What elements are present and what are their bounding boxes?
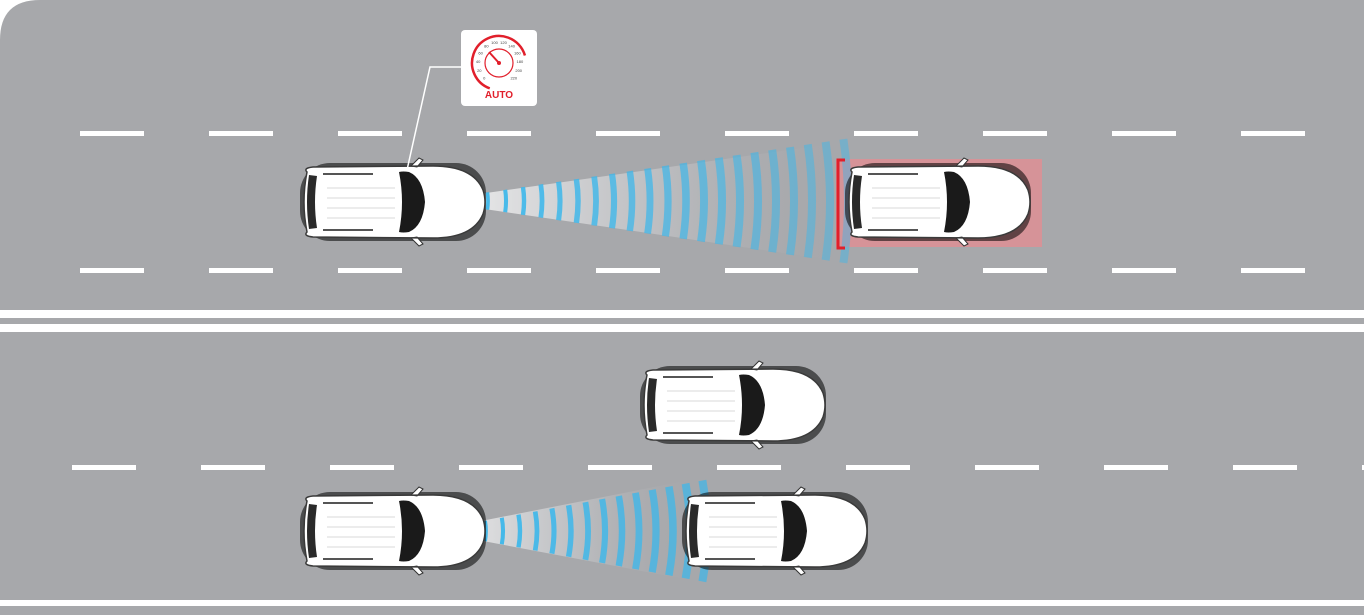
lane-dash bbox=[1104, 465, 1168, 470]
callout-line bbox=[406, 66, 461, 171]
lane-dash bbox=[725, 268, 789, 273]
lane-dash bbox=[1233, 465, 1297, 470]
lane-dash bbox=[588, 465, 652, 470]
lane-dash bbox=[1362, 465, 1364, 470]
gauge-tick-label: 0 bbox=[483, 75, 486, 80]
adjacent-car bbox=[639, 360, 827, 450]
lane-dash bbox=[80, 268, 144, 273]
lane-dash bbox=[596, 268, 660, 273]
lane-dash bbox=[975, 465, 1039, 470]
radar-wave-arc bbox=[615, 495, 626, 567]
radar-wave-arc bbox=[648, 489, 660, 573]
bottom-lane-scene bbox=[299, 360, 869, 583]
lane-dash bbox=[983, 268, 1047, 273]
lane-dash bbox=[459, 465, 523, 470]
radar-wave-arc bbox=[644, 167, 654, 235]
radar-wave-arc bbox=[582, 501, 591, 561]
lane-dash bbox=[338, 131, 402, 136]
radar-wave-arc bbox=[679, 162, 690, 240]
lane-dash bbox=[1112, 268, 1176, 273]
lane-dash bbox=[80, 131, 144, 136]
radar-wave-arc bbox=[661, 165, 672, 237]
gauge-tick-label: 40 bbox=[476, 59, 481, 64]
radar-wave-arc bbox=[499, 517, 506, 545]
radar-wave-arc bbox=[503, 189, 509, 213]
lane-dash bbox=[983, 131, 1047, 136]
radar-wave-arc bbox=[538, 184, 545, 218]
radar-wave-arc bbox=[565, 504, 574, 558]
lane-dash bbox=[201, 465, 265, 470]
badge-label: AUTO bbox=[485, 90, 513, 101]
radar-wave-arc bbox=[665, 486, 677, 576]
lane-markings bbox=[72, 131, 1364, 470]
lane-dash bbox=[717, 465, 781, 470]
gauge-tick-label: 80 bbox=[484, 44, 489, 49]
radar-wave-arc bbox=[549, 507, 557, 555]
radar-wave-arc bbox=[591, 176, 599, 226]
lane-dash bbox=[854, 268, 918, 273]
radar-wave-arc bbox=[532, 511, 540, 551]
radar-wave-arc bbox=[516, 514, 523, 548]
gauge-tick-label: 220 bbox=[510, 75, 517, 80]
radar-wave-arc bbox=[786, 146, 798, 256]
detection-bracket bbox=[836, 158, 845, 250]
lane-dash bbox=[209, 131, 273, 136]
host-car-bottom bbox=[299, 486, 487, 576]
gauge-tick-label: 200 bbox=[515, 68, 522, 73]
lane-dash bbox=[1241, 131, 1305, 136]
gauge-tick-label: 180 bbox=[517, 59, 524, 64]
lane-dash bbox=[330, 465, 394, 470]
gauge-tick-label: 140 bbox=[508, 44, 515, 49]
target-car-bottom bbox=[681, 486, 869, 576]
radar-wave-arc bbox=[556, 181, 563, 221]
radar-wave-arc bbox=[714, 157, 726, 245]
host-car-top bbox=[299, 157, 487, 247]
gauge-tick-label: 160 bbox=[514, 50, 521, 55]
radar-wave-arc bbox=[608, 173, 618, 229]
lane-dash bbox=[1241, 268, 1305, 273]
lane-dash bbox=[725, 131, 789, 136]
lane-dash bbox=[467, 131, 531, 136]
radar-wave-arc bbox=[485, 192, 490, 210]
lane-dash bbox=[209, 268, 273, 273]
radar-beam-bottom bbox=[430, 478, 700, 582]
gauge-tick-label: 60 bbox=[478, 50, 483, 55]
radar-wave-arc bbox=[599, 498, 609, 564]
gauge-tick-label: 20 bbox=[477, 68, 482, 73]
radar-wave-arc bbox=[626, 170, 636, 232]
radar-wave-arc bbox=[821, 141, 834, 261]
radar-wave-arc bbox=[573, 178, 581, 224]
radar-wave-arc bbox=[750, 151, 762, 251]
lane-dash bbox=[846, 465, 910, 470]
lane-dash bbox=[72, 465, 136, 470]
radar-wave-arc bbox=[732, 154, 744, 248]
radar-wave-arc bbox=[632, 492, 643, 570]
radar-wave-arc bbox=[520, 186, 527, 216]
gauge-tick-label: 100 bbox=[491, 40, 498, 45]
lane-dash bbox=[596, 131, 660, 136]
lane-dash bbox=[1112, 131, 1176, 136]
median-line-lower bbox=[0, 324, 1364, 332]
edge-line bbox=[0, 600, 1364, 606]
target-car-top bbox=[844, 157, 1032, 247]
radar-wave-arc bbox=[803, 143, 816, 259]
radar-wave-arc bbox=[697, 159, 708, 243]
gauge-tick-label: 120 bbox=[500, 40, 507, 45]
lane-dash bbox=[338, 268, 402, 273]
lane-dash bbox=[854, 131, 918, 136]
median-line-upper bbox=[0, 310, 1364, 318]
radar-wave-arc bbox=[768, 149, 780, 253]
lane-dash bbox=[467, 268, 531, 273]
